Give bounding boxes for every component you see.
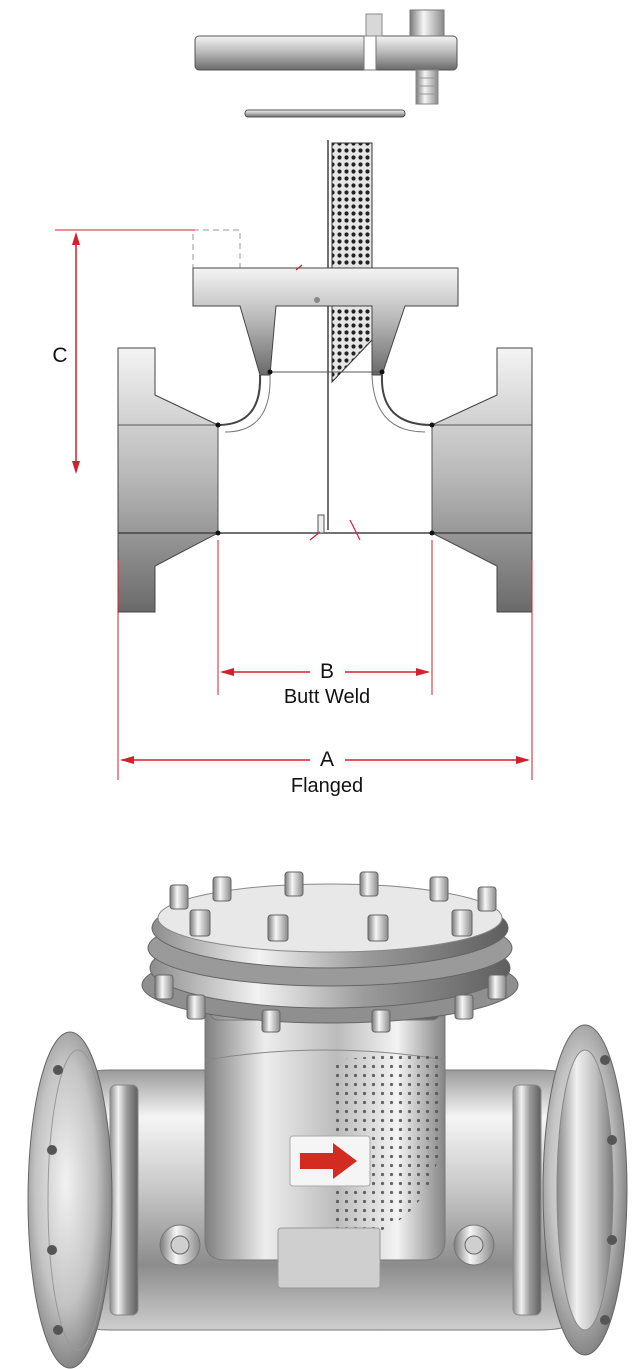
dimension-lines (55, 229, 533, 780)
perforated-screen (335, 1050, 440, 1240)
drain-plug-right (453, 1224, 495, 1266)
gasket (244, 109, 406, 118)
cover-bolts (154, 871, 507, 1033)
dimension-a-caption: Flanged (291, 775, 363, 797)
cover-assembly (141, 883, 519, 1024)
dimension-b-caption: Butt Weld (284, 686, 370, 708)
branch-flange (192, 267, 459, 376)
strainer-screen (327, 140, 373, 530)
nameplate (277, 1227, 381, 1289)
strainer-3d-render (27, 871, 628, 1369)
dimension-c-label: C (52, 344, 67, 367)
dimension-a-label: A (320, 748, 334, 771)
dimension-b-label: B (320, 660, 334, 683)
cover-plate (194, 9, 458, 105)
phantom-outline (192, 229, 241, 269)
drain-plug-left (159, 1224, 201, 1266)
right-end-flange (542, 1024, 628, 1356)
cross-section-diagram: C B Butt Weld A Flanged (52, 9, 533, 797)
arrow-right-icon (289, 1135, 371, 1187)
left-end-flange (27, 1031, 113, 1369)
strainer-body (117, 347, 533, 613)
